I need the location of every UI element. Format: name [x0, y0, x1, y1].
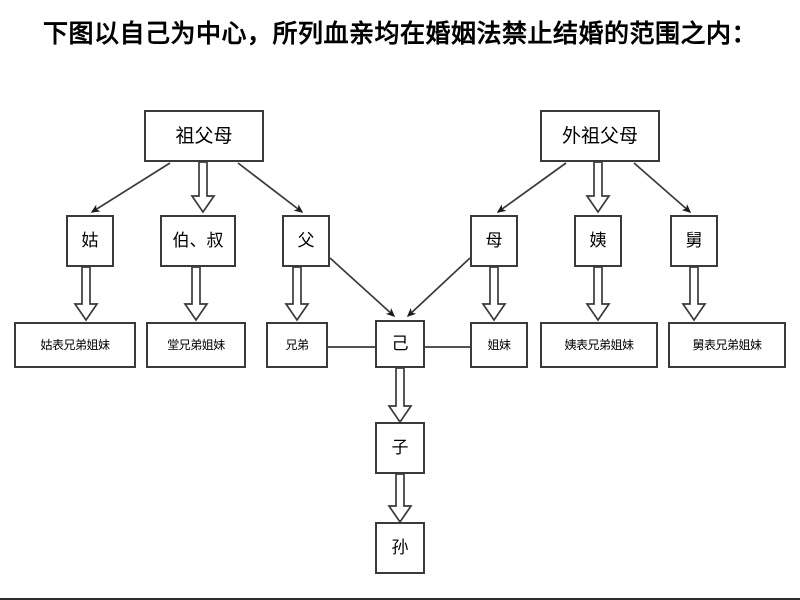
edge-mu-jiemei: [481, 266, 507, 322]
edge-mu-ji: [406, 257, 471, 318]
edge-waizufumu-yi: [585, 161, 611, 214]
edge-gu-gubiao: [73, 266, 99, 322]
edge-waizufumu-jiu: [633, 162, 692, 213]
edge-fu-xiongdi: [284, 266, 310, 322]
node-yi[interactable]: 姨: [574, 215, 622, 267]
node-jiubiao[interactable]: 舅表兄弟姐妹: [668, 322, 786, 368]
node-boshu[interactable]: 伯、叔: [160, 215, 236, 267]
edge-zufumu-fu: [237, 162, 304, 213]
node-zi[interactable]: 子: [375, 422, 425, 474]
node-jiemei[interactable]: 姐妹: [470, 322, 528, 368]
node-ji[interactable]: 己: [375, 320, 425, 368]
edge-waizufumu-mu: [496, 162, 567, 213]
edge-boshu-tang: [183, 266, 209, 322]
node-gubiao[interactable]: 姑表兄弟姐妹: [14, 322, 136, 368]
node-gu[interactable]: 姑: [66, 215, 114, 267]
edge-jiu-jiubiao: [681, 266, 707, 322]
node-fu[interactable]: 父: [282, 215, 330, 267]
node-jiu[interactable]: 舅: [670, 215, 718, 267]
node-mu[interactable]: 母: [470, 215, 518, 267]
node-sun[interactable]: 孙: [375, 522, 425, 574]
node-zufumu[interactable]: 祖父母: [144, 110, 264, 162]
edge-ji-zi: [387, 367, 413, 424]
page-title: 下图以自己为中心，所列血亲均在婚姻法禁止结婚的范围之内：: [42, 19, 757, 48]
edge-zufumu-gu: [90, 162, 171, 213]
node-yibiao[interactable]: 姨表兄弟姐妹: [540, 322, 658, 368]
node-tang[interactable]: 堂兄弟姐妹: [146, 322, 246, 368]
node-xiongdi[interactable]: 兄弟: [266, 322, 328, 368]
edge-zufumu-boshu: [190, 161, 216, 214]
edge-fu-ji: [329, 257, 396, 318]
node-waizufumu[interactable]: 外祖父母: [540, 110, 660, 162]
edge-zi-sun: [387, 473, 413, 524]
edge-yi-yibiao: [585, 266, 611, 322]
